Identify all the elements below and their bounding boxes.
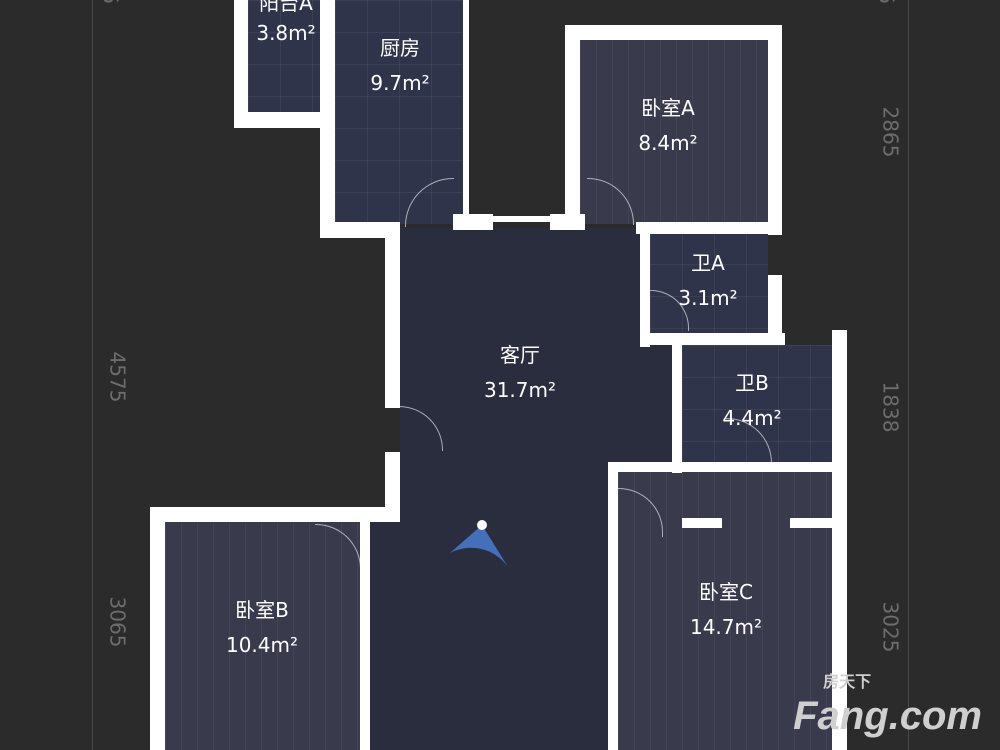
dim-right-1838: 1838 bbox=[878, 381, 903, 433]
wall bbox=[640, 333, 785, 345]
wall bbox=[608, 462, 843, 472]
room-area: 4.4m² bbox=[722, 406, 782, 430]
wall bbox=[150, 507, 400, 522]
wall bbox=[463, 0, 469, 228]
viewpoint-compass-icon bbox=[450, 520, 508, 567]
wall bbox=[453, 214, 493, 230]
logo-cn: 房天下 bbox=[823, 674, 872, 691]
dim-left-3065: 3065 bbox=[105, 596, 130, 648]
wall bbox=[385, 452, 400, 522]
dim-left-top: 5 bbox=[98, 0, 122, 4]
room-area: 31.7m² bbox=[483, 378, 557, 402]
room-name: 卧室C bbox=[699, 580, 753, 604]
room-name: 厨房 bbox=[380, 36, 420, 60]
right-dimension-line bbox=[908, 0, 909, 750]
wall bbox=[360, 507, 370, 750]
room-label-kitchen: 厨房 9.7m² bbox=[370, 33, 429, 98]
room-name: 卧室B bbox=[235, 598, 289, 622]
room-label-living: 客厅 31.7m² bbox=[484, 340, 556, 405]
room-balcony-a bbox=[248, 0, 330, 114]
wall bbox=[608, 462, 618, 750]
room-area: 14.7m² bbox=[689, 615, 763, 639]
wall bbox=[493, 216, 553, 222]
fang-logo-watermark: 房天下 Fang.com bbox=[793, 674, 982, 738]
room-name: 客厅 bbox=[500, 343, 540, 367]
wall bbox=[768, 25, 782, 235]
wall bbox=[636, 222, 782, 234]
dim-right-2865: 2865 bbox=[878, 106, 903, 158]
room-label-bath-b: 卫B 4.4m² bbox=[722, 368, 781, 433]
room-name: 阳台A bbox=[259, 0, 313, 15]
room-area: 9.7m² bbox=[370, 71, 430, 95]
room-label-balcony-a: 阳台A 3.8m² bbox=[256, 0, 315, 48]
left-dimension-line bbox=[92, 0, 93, 750]
room-area: 3.8m² bbox=[256, 21, 316, 45]
wall bbox=[565, 25, 782, 40]
room-area: 3.1m² bbox=[678, 286, 738, 310]
room-label-bedroom-a: 卧室A 8.4m² bbox=[638, 93, 697, 158]
room-area: 10.4m² bbox=[225, 633, 299, 657]
dim-right-3025: 3025 bbox=[878, 601, 903, 653]
wall bbox=[565, 25, 580, 230]
dim-left-4575: 4575 bbox=[105, 351, 130, 403]
room-name: 卫A bbox=[691, 251, 725, 275]
logo-en: Fang.com bbox=[793, 694, 982, 738]
wall bbox=[640, 222, 650, 347]
room-label-bedroom-c: 卧室C 14.7m² bbox=[690, 577, 762, 642]
wall bbox=[234, 0, 248, 128]
room-area: 8.4m² bbox=[638, 131, 698, 155]
wall bbox=[150, 507, 165, 750]
room-label-bath-a: 卫A 3.1m² bbox=[678, 248, 737, 313]
dim-right-top: 5 bbox=[874, 0, 898, 4]
wall bbox=[320, 0, 335, 238]
wall bbox=[682, 518, 722, 528]
wall bbox=[790, 518, 835, 528]
wall bbox=[768, 275, 782, 345]
wall bbox=[320, 222, 400, 238]
wall bbox=[234, 112, 334, 128]
room-name: 卧室A bbox=[641, 96, 695, 120]
room-label-bedroom-b: 卧室B 10.4m² bbox=[226, 595, 298, 660]
wall bbox=[832, 330, 847, 750]
wall bbox=[672, 333, 682, 473]
wall bbox=[385, 228, 400, 408]
room-name: 卫B bbox=[735, 371, 769, 395]
